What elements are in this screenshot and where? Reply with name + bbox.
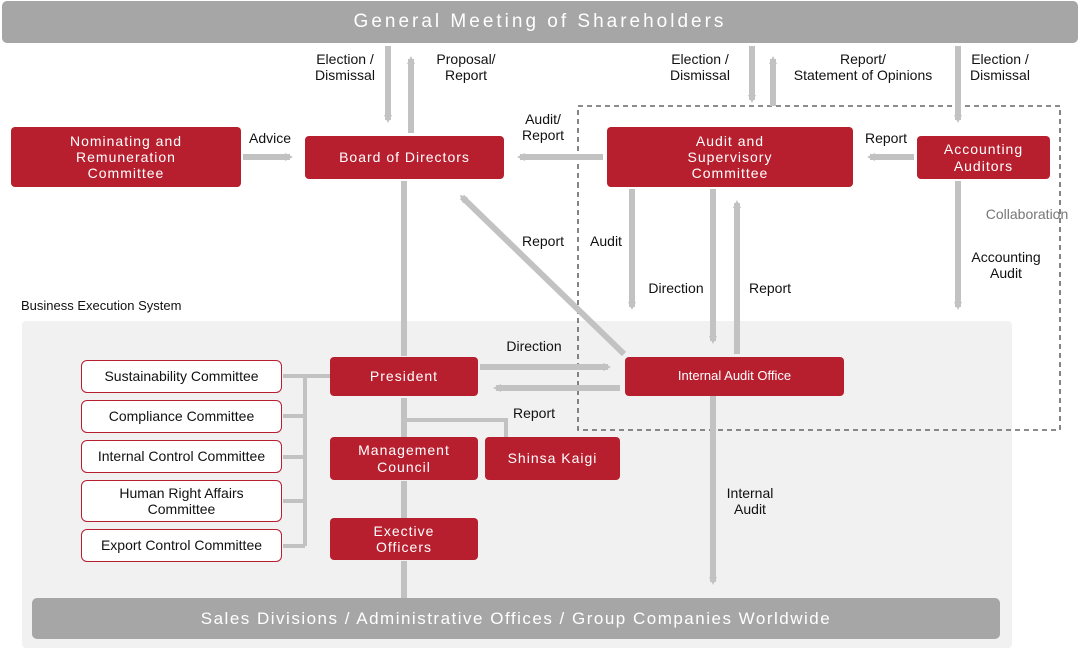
nominating-committee-box[interactable]: Nominating and Remuneration Committee xyxy=(11,127,241,187)
label-collaboration: Collaboration xyxy=(985,206,1069,222)
executive-officers-box[interactable]: Exective Officers xyxy=(330,518,478,560)
label-accounting-audit: Accounting Audit xyxy=(971,249,1041,282)
business-execution-label: Business Execution System xyxy=(21,298,182,313)
accounting-auditors-box[interactable]: Accounting Auditors xyxy=(917,136,1050,179)
label-report-shinsa: Report xyxy=(512,405,556,421)
label-election-dismissal-board: Election / Dismissal xyxy=(315,51,375,84)
label-report-accounting: Report xyxy=(864,130,908,146)
board-of-directors-box[interactable]: Board of Directors xyxy=(305,136,504,179)
label-advice: Advice xyxy=(248,130,292,146)
export-control-committee-box[interactable]: Export Control Committee xyxy=(81,529,282,562)
label-audit-down: Audit xyxy=(590,233,622,249)
audit-boundary-dashed xyxy=(577,105,1061,431)
compliance-committee-box[interactable]: Compliance Committee xyxy=(81,400,282,433)
sales-divisions-banner: Sales Divisions / Administrative Offices… xyxy=(32,598,1000,639)
shinsa-kaigi-box[interactable]: Shinsa Kaigi xyxy=(485,437,620,480)
label-report-statement: Report/ Statement of Opinions xyxy=(793,51,933,84)
audit-supervisory-committee-box[interactable]: Audit and Supervisory Committee xyxy=(607,127,853,187)
label-direction-president: Direction xyxy=(506,338,562,354)
president-box[interactable]: President xyxy=(330,357,478,396)
label-audit-report: Audit/ Report xyxy=(521,111,565,144)
internal-audit-office-box[interactable]: Internal Audit Office xyxy=(625,357,844,396)
human-right-affairs-committee-box[interactable]: Human Right Affairs Committee xyxy=(81,480,282,522)
management-council-box[interactable]: Management Council xyxy=(330,437,478,480)
internal-control-committee-box[interactable]: Internal Control Committee xyxy=(81,440,282,473)
line-shinsa-report xyxy=(404,418,508,437)
label-report-ia-board: Report xyxy=(521,233,565,249)
label-direction-ac: Direction xyxy=(648,280,704,296)
label-election-dismissal-accounting: Election / Dismissal xyxy=(970,51,1030,84)
label-internal-audit: Internal Audit xyxy=(726,485,774,518)
label-election-dismissal-audit: Election / Dismissal xyxy=(670,51,730,84)
sustainability-committee-box[interactable]: Sustainability Committee xyxy=(81,360,282,393)
label-report-ac: Report xyxy=(748,280,792,296)
arrow-ia-report-board xyxy=(459,194,627,357)
label-proposal-report: Proposal/ Report xyxy=(436,51,496,84)
general-meeting-banner: General Meeting of Shareholders xyxy=(2,1,1078,43)
